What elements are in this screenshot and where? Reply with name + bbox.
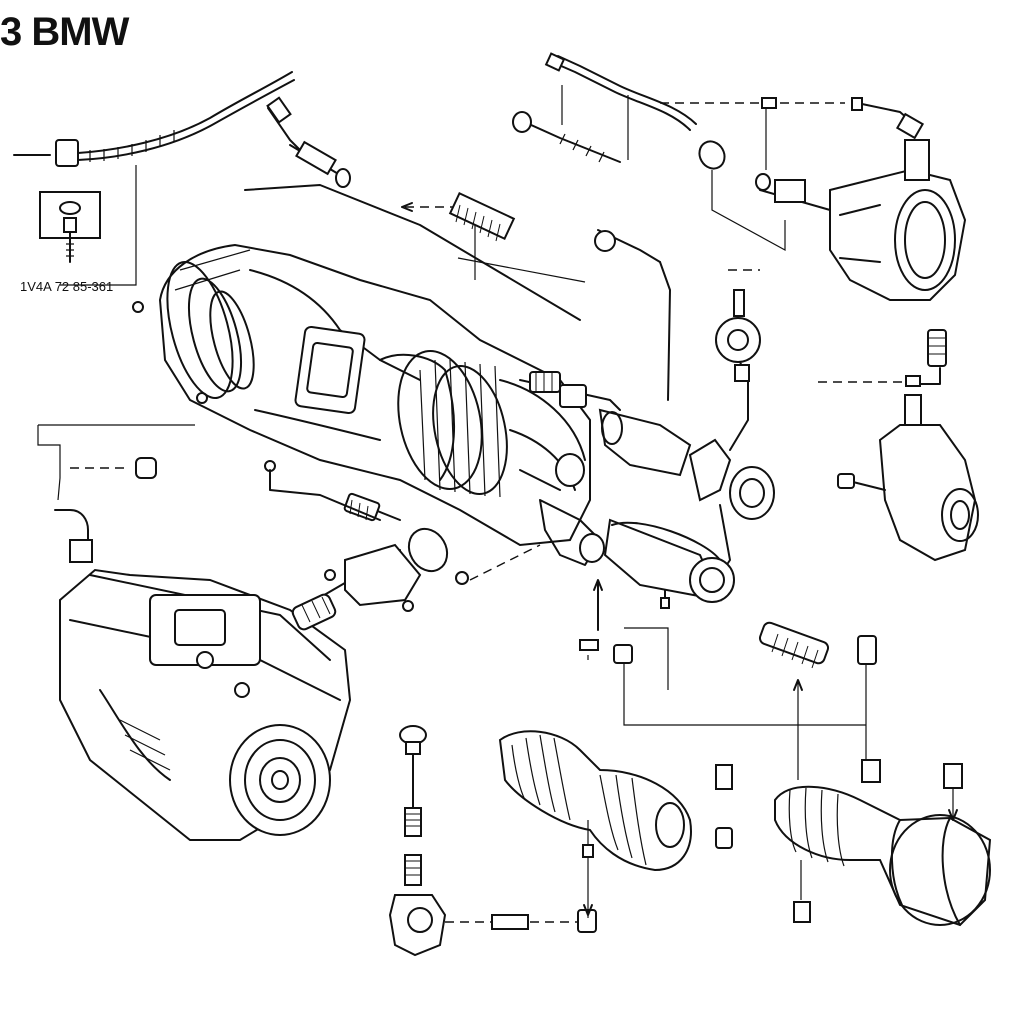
- elbow-fitting-top: [266, 96, 351, 188]
- strut-assembly: [388, 725, 597, 957]
- cv-boot-right: [715, 759, 992, 927]
- leader-lines-left: [37, 424, 381, 521]
- spring-plunger: [758, 621, 877, 669]
- shift-linkage-rods: [512, 52, 925, 252]
- slave-cylinder: [688, 289, 775, 576]
- top-left-hose-assembly: [13, 71, 295, 286]
- part-reference-code: 1V4A 72 85-361: [20, 279, 114, 294]
- transmission-housing: [132, 243, 591, 547]
- pump-housing-right: [818, 329, 979, 562]
- cv-joint-left: [291, 492, 541, 631]
- release-bearing-housing: [755, 139, 967, 301]
- coil-springs-top: [448, 192, 671, 401]
- output-shaft-assembly: [519, 371, 692, 566]
- diagram-title: 3 BMW: [0, 10, 129, 54]
- guide-sleeve: [603, 518, 735, 603]
- cv-boot-center: [498, 730, 692, 918]
- gearbox-block: [54, 509, 352, 841]
- leader-lines-bottom: [579, 579, 867, 780]
